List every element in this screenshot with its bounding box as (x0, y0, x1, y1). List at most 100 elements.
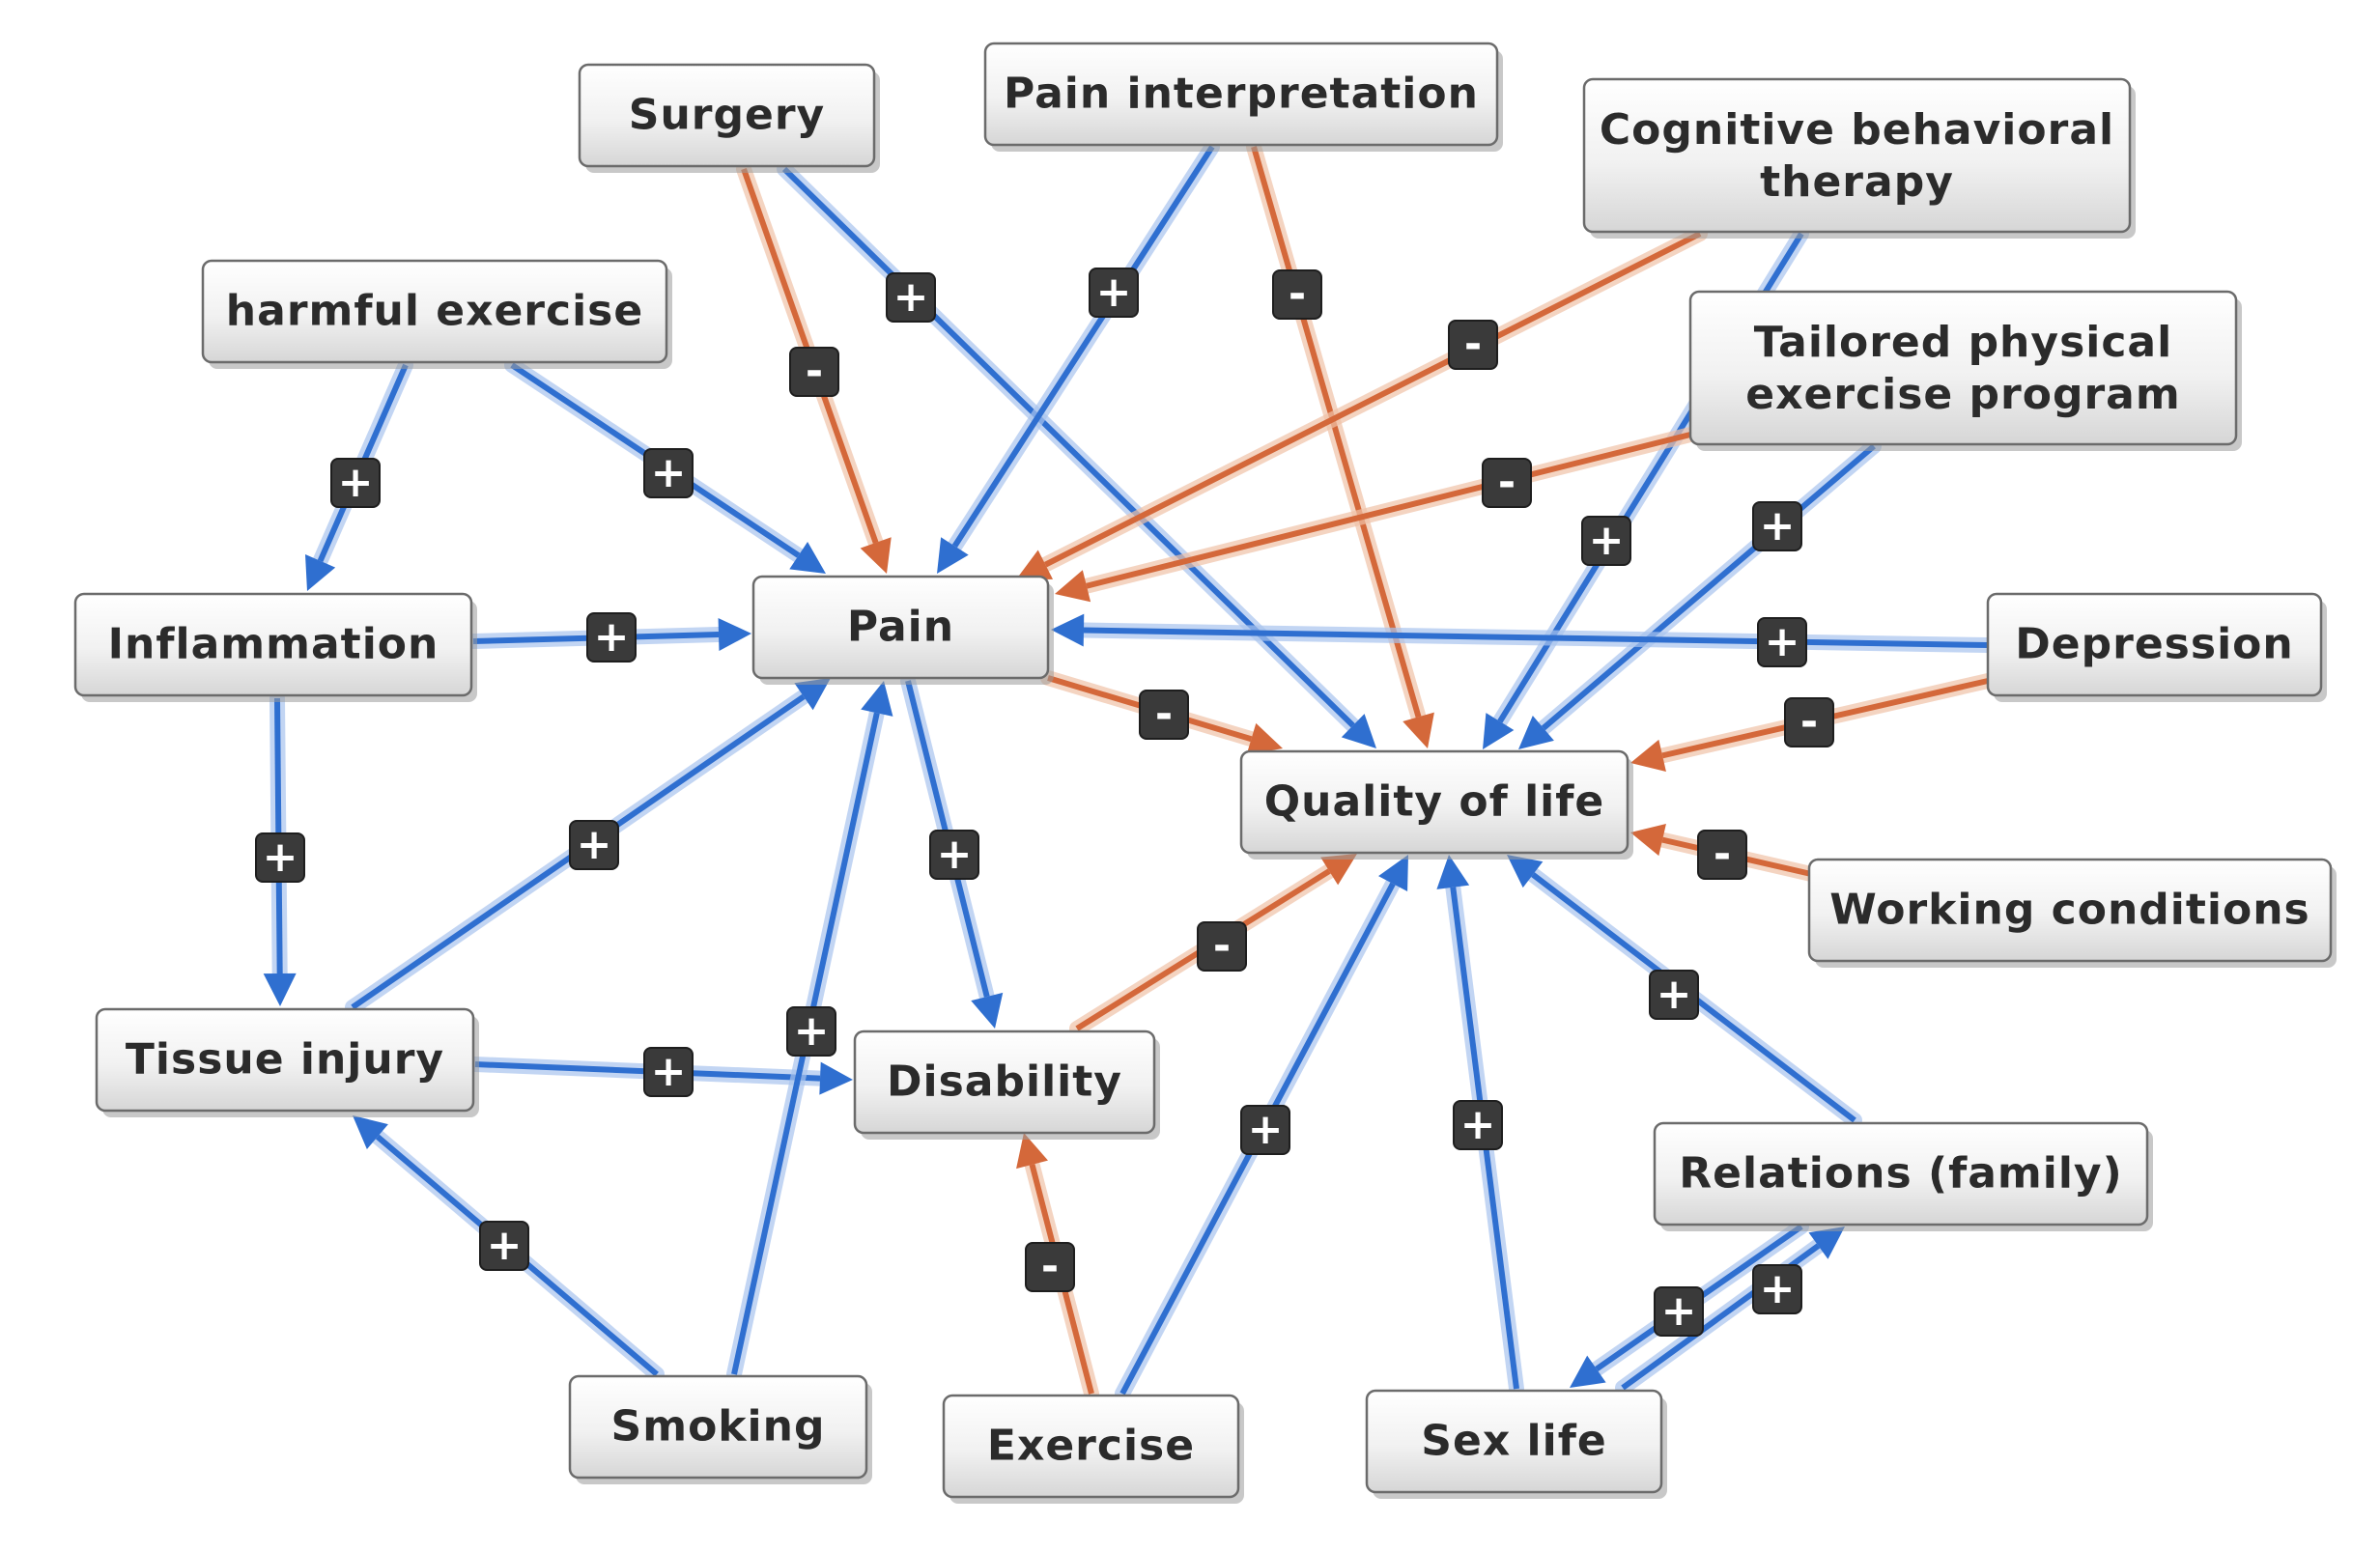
minus-sign-badge: - (1025, 1242, 1075, 1292)
node-box (1582, 77, 2132, 234)
node-box (95, 1007, 475, 1113)
sign-box (786, 1006, 836, 1057)
edge-line (951, 145, 1215, 549)
sign-box (479, 1221, 529, 1271)
sign-label: + (651, 448, 687, 497)
sign-box (929, 830, 979, 880)
sign-label: + (1760, 1264, 1796, 1313)
sign-box (1139, 690, 1189, 740)
node-sex: Sex life (1365, 1389, 1667, 1499)
arrowhead-icon (1630, 824, 1666, 857)
sign-label: + (1096, 268, 1132, 317)
sign-label: + (338, 458, 374, 507)
sign-box (886, 272, 936, 323)
edge-pain_interpretation-to-pain (937, 139, 1220, 574)
node-box (73, 592, 473, 697)
node-label: Cognitive behavioral (1600, 105, 2114, 155)
sign-label: + (1765, 617, 1800, 666)
sign-label: - (1155, 690, 1173, 739)
node-relations: Relations (family) (1653, 1121, 2153, 1231)
sign-label: + (893, 272, 929, 322)
node-box (201, 259, 668, 364)
node-label: Relations (family) (1679, 1149, 2122, 1198)
sign-box (1581, 516, 1631, 566)
plus-sign-badge: + (886, 272, 936, 323)
sign-label: + (1460, 1100, 1496, 1149)
node-pain-interpretation: Pain interpretation (983, 42, 1503, 152)
node-box (578, 63, 876, 168)
sign-box (586, 612, 637, 663)
node-label: therapy (1760, 157, 1954, 207)
arrowhead-icon (718, 617, 751, 651)
sign-label: + (1248, 1105, 1284, 1154)
sign-box (1752, 1264, 1802, 1314)
node-pain: Pain (751, 575, 1054, 685)
arrowhead-icon (1808, 1227, 1845, 1259)
arrowhead-icon (971, 992, 1004, 1029)
node-label: Tailored physical (1754, 318, 2172, 367)
sign-box (1649, 970, 1699, 1020)
node-inflammation: Inflammation (73, 592, 477, 702)
sign-label: + (937, 830, 973, 879)
sign-label: + (651, 1047, 687, 1096)
sign-box (1025, 1242, 1075, 1292)
sign-box (569, 820, 619, 870)
sign-label: + (794, 1006, 830, 1056)
edge-tailored-to-pain (1055, 427, 1698, 603)
arrowhead-icon (1630, 739, 1666, 772)
edge-cbt-to-pain (1016, 226, 1708, 579)
node-box (942, 1394, 1240, 1499)
node-label: Surgery (629, 91, 825, 140)
sign-label: + (1760, 501, 1796, 550)
sign-box (789, 347, 839, 397)
arrowhead-icon (1570, 1355, 1606, 1388)
plus-sign-badge: + (586, 612, 637, 663)
plus-sign-badge: + (786, 1006, 836, 1057)
arrowhead-icon (819, 1061, 853, 1095)
node-depression: Depression (1986, 592, 2327, 702)
node-label: Pain (847, 603, 954, 652)
sign-box (1089, 268, 1139, 318)
sign-box (1197, 921, 1247, 972)
sign-box (1752, 501, 1802, 551)
arrowhead-icon (794, 678, 831, 711)
node-label: Working conditions (1829, 886, 2309, 935)
arrowhead-icon (1507, 855, 1544, 888)
minus-sign-badge: - (1697, 830, 1747, 880)
node-label: Smoking (611, 1402, 826, 1452)
plus-sign-badge: + (643, 1047, 694, 1097)
arrowhead-icon (1320, 854, 1357, 886)
plus-sign-badge: + (1752, 1264, 1802, 1314)
arrowhead-icon (1246, 722, 1283, 755)
sign-box (1272, 269, 1322, 320)
arrowhead-icon (263, 973, 297, 1006)
plus-sign-badge: + (1654, 1286, 1704, 1337)
node-disability: Disability (853, 1029, 1160, 1140)
arrowhead-icon (305, 554, 336, 591)
sign-box (1482, 458, 1532, 508)
minus-sign-badge: - (789, 347, 839, 397)
sign-label: + (594, 612, 630, 662)
edge-depression-to-pain (1051, 613, 1996, 653)
node-box (983, 42, 1499, 147)
sign-label: - (1213, 921, 1231, 971)
sign-box (255, 832, 305, 883)
node-label: Quality of life (1264, 777, 1604, 827)
plus-sign-badge: + (330, 458, 381, 508)
sign-label: + (1657, 970, 1692, 1019)
minus-sign-badge: - (1448, 320, 1498, 370)
signs-layer: ++-++--+-++++--+-++++--+++++ (255, 268, 1834, 1337)
edge-line (1043, 231, 1702, 568)
arrowhead-icon (1402, 712, 1434, 748)
node-box (1986, 592, 2323, 697)
sign-box (643, 448, 694, 498)
node-working: Working conditions (1807, 858, 2337, 968)
minus-sign-badge: - (1197, 921, 1247, 972)
node-label: Depression (2015, 620, 2293, 669)
node-label: Tissue injury (126, 1035, 444, 1085)
node-exercise: Exercise (942, 1394, 1244, 1504)
sign-box (643, 1047, 694, 1097)
arrowhead-icon (1016, 1133, 1048, 1170)
node-label: Sex life (1421, 1417, 1606, 1466)
sign-box (1448, 320, 1498, 370)
